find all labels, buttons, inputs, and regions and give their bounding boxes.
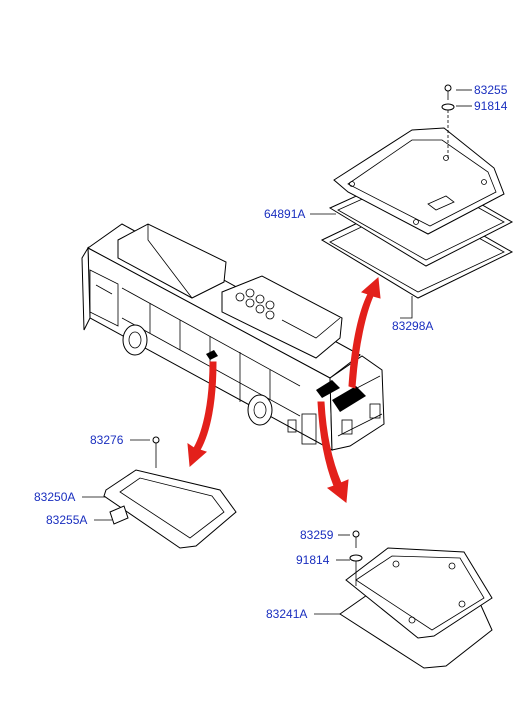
label-83259: 83259 — [300, 528, 334, 542]
bus-illustration — [81, 223, 385, 451]
label-83298A: 83298A — [392, 319, 433, 333]
label-83250A: 83250A — [34, 490, 75, 504]
label-83276: 83276 — [90, 433, 124, 447]
label-83255A: 83255A — [46, 513, 87, 527]
label-83241A: 83241A — [266, 607, 307, 621]
label-64891A: 64891A — [264, 207, 305, 221]
roof-vents — [235, 288, 275, 320]
lower-hatch-assembly — [339, 530, 493, 669]
label-91814-top: 91814 — [474, 99, 508, 113]
red-arrows — [187, 276, 381, 503]
label-91814-bottom: 91814 — [296, 553, 330, 567]
roof-hatch-assembly — [320, 84, 514, 299]
side-hatch-assembly — [103, 436, 237, 549]
part-number-labels: 83255 91814 64891A 83298A 83276 83250A 8… — [34, 83, 508, 621]
label-83255-top: 83255 — [474, 83, 508, 97]
leader-lines — [82, 89, 472, 615]
